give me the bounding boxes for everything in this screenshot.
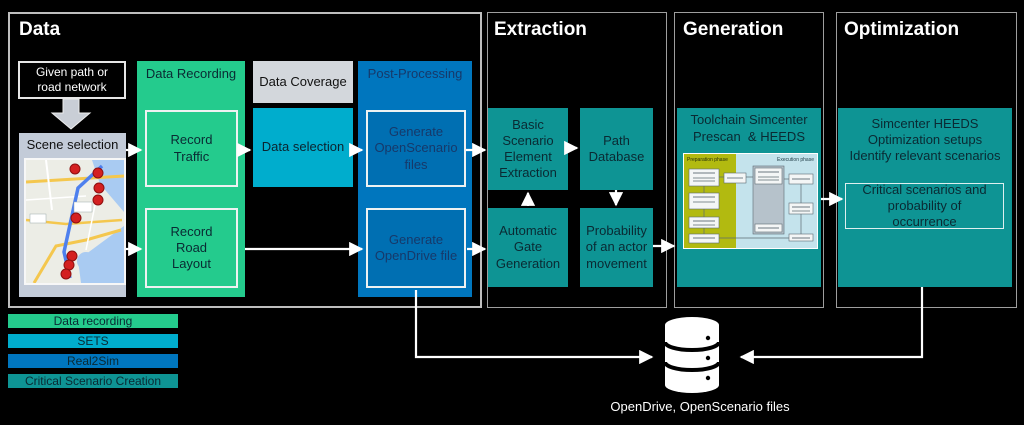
legend-item-real2sim: Real2Sim — [8, 354, 178, 368]
optimization-panel-title: Optimization — [844, 19, 960, 40]
automatic-gate-box: Automatic Gate Generation — [488, 208, 568, 287]
post-processing-title: Post-Processing — [367, 65, 463, 81]
exec-phase-label: Execution phase — [777, 157, 814, 163]
basic-scenario-extraction-box: Basic Scenario Element Extraction — [488, 108, 568, 190]
database-icon — [663, 317, 721, 393]
path-database-box: Path Database — [580, 108, 653, 190]
legend-item-critical-scenario-creation: Critical Scenario Creation — [8, 374, 178, 388]
toolchain-diagram: Preparation phase Execution phase — [683, 153, 818, 249]
prep-phase-label: Preparation phase — [687, 157, 728, 163]
data-selection-box: Data selection — [253, 108, 353, 187]
data-coverage-box: Data Coverage — [253, 61, 353, 103]
map-markers — [60, 163, 105, 280]
record-traffic-box: Record Traffic — [145, 110, 238, 187]
scene-map-image — [24, 158, 126, 285]
optimization-box — [838, 108, 1012, 287]
optimization-summary: Simcenter HEEDS Optimization setups Iden… — [849, 115, 1001, 164]
scene-selection-label: Scene selection — [26, 136, 119, 152]
generate-opendrive-box: Generate OpenDrive file — [366, 208, 466, 288]
legend-item-data-recording: Data recording — [8, 314, 178, 328]
probability-box: Probability of an actor movement — [580, 208, 653, 287]
critical-scenarios-box: Critical scenarios and probability of oc… — [845, 182, 1004, 229]
data-recording-panel — [137, 61, 245, 297]
data-panel-title: Data — [19, 19, 61, 40]
generate-openscenario-box: Generate OpenScenario files — [366, 110, 466, 187]
given-path-box: Given path or road network — [18, 61, 126, 99]
data-recording-title: Data Recording — [145, 65, 237, 81]
record-road-layout-box: Record Road Layout — [145, 208, 238, 288]
toolchain-title-line1: Toolchain Simcenter — [690, 112, 808, 128]
toolchain-title-line2: Prescan & HEEDS — [693, 129, 805, 145]
legend-item-sets: SETS — [8, 334, 178, 348]
extraction-panel-title: Extraction — [494, 19, 587, 40]
generation-panel-title: Generation — [683, 19, 784, 40]
database-caption: OpenDrive, OpenScenario files — [610, 399, 790, 414]
